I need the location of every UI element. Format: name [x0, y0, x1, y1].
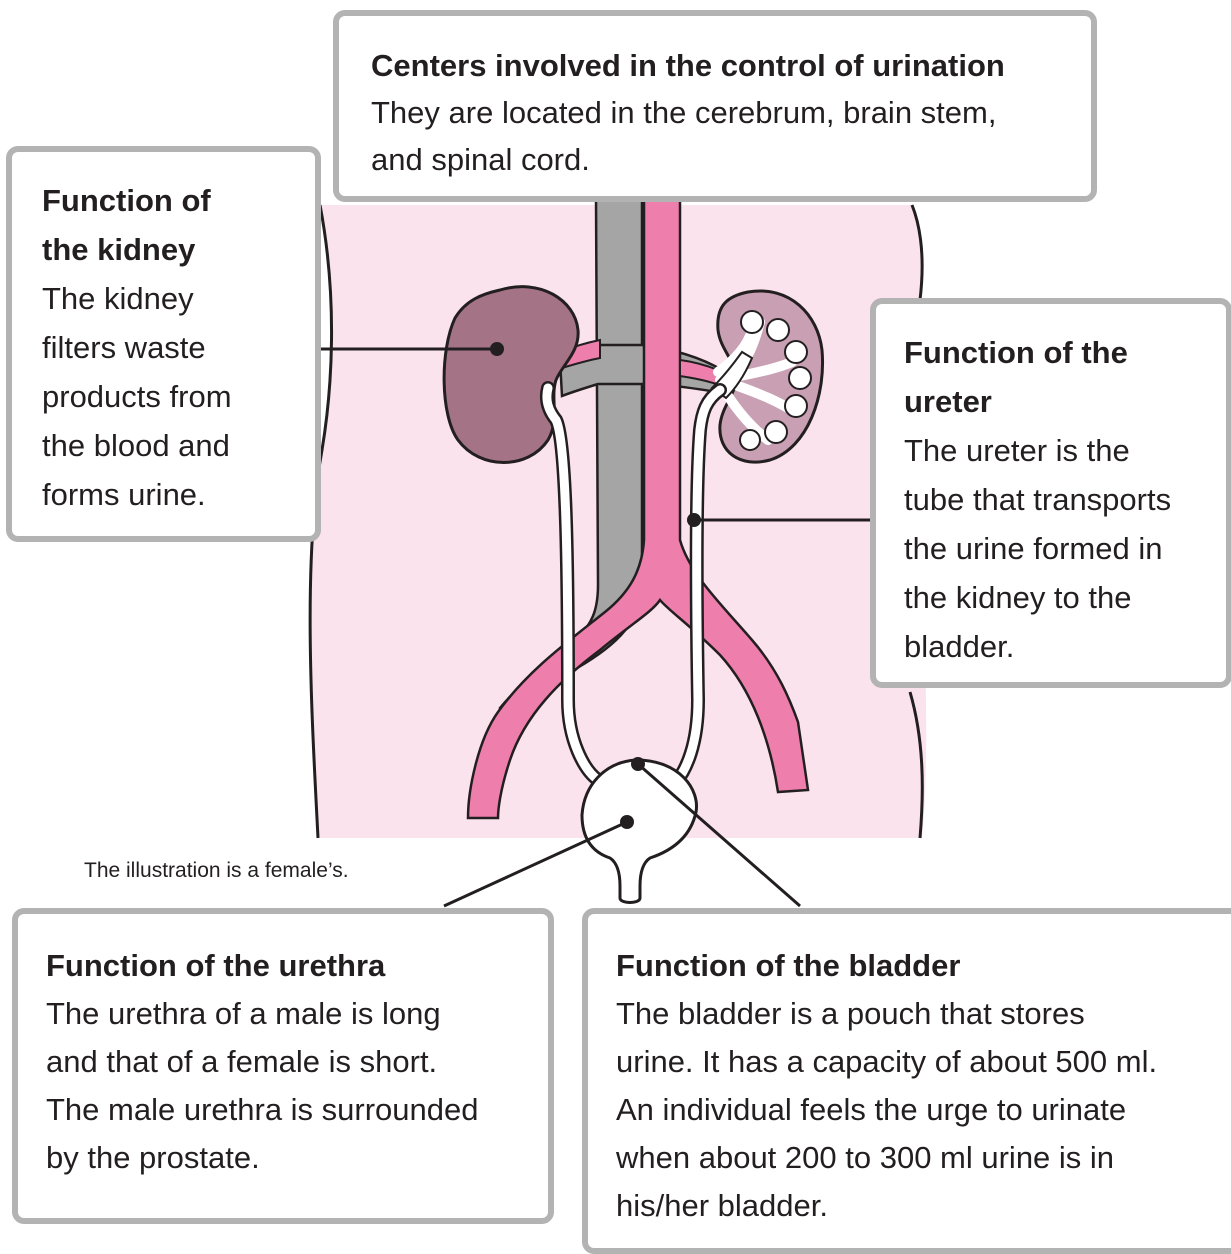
kidney-text-line-1: The kidney [42, 274, 315, 323]
urethra-text-line-4: by the prostate. [46, 1134, 548, 1182]
kidney-callout-box: Function of the kidney The kidney filter… [6, 146, 321, 542]
ureter-title-line-2: ureter [904, 377, 1226, 426]
bladder [582, 760, 697, 903]
bladder-text-line-5: his/her bladder. [616, 1182, 1231, 1230]
urethra-callout-box: Function of the urethra The urethra of a… [12, 908, 554, 1224]
centers-title: Centers involved in the control of urina… [371, 42, 1091, 89]
centers-callout-box: Centers involved in the control of urina… [333, 10, 1097, 202]
bladder-text-line-3: An individual feels the urge to urinate [616, 1086, 1231, 1134]
ureter-text-line-4: the kidney to the [904, 573, 1226, 622]
kidney-text-line-3: products from [42, 372, 315, 421]
ureter-title-line-1: Function of the [904, 328, 1226, 377]
kidney-leader-dot [490, 342, 504, 356]
kidney-text-line-2: filters waste [42, 323, 315, 372]
ureter-leader-dot [687, 513, 701, 527]
centers-text-line-1: They are located in the cerebrum, brain … [371, 89, 1091, 136]
bladder-leader-dot [631, 757, 645, 771]
urethra-leader-dot [620, 815, 634, 829]
urethra-text-line-3: The male urethra is surrounded [46, 1086, 548, 1134]
bladder-text-line-2: urine. It has a capacity of about 500 ml… [616, 1038, 1231, 1086]
urethra-text-line-2: and that of a female is short. [46, 1038, 548, 1086]
urethra-text-line-1: The urethra of a male is long [46, 990, 548, 1038]
bladder-title: Function of the bladder [616, 942, 1231, 990]
kidney-text-line-5: forms urine. [42, 470, 315, 519]
kidney-text-line-4: the blood and [42, 421, 315, 470]
ureter-text-line-1: The ureter is the [904, 426, 1226, 475]
bladder-text-line-1: The bladder is a pouch that stores [616, 990, 1231, 1038]
ureter-callout-box: Function of the ureter The ureter is the… [870, 298, 1231, 688]
centers-text-line-2: and spinal cord. [371, 136, 1091, 183]
illustration-note: The illustration is a female’s. [84, 856, 349, 886]
bladder-text-line-4: when about 200 to 300 ml urine is in [616, 1134, 1231, 1182]
bladder-callout-box: Function of the bladder The bladder is a… [582, 908, 1231, 1254]
kidney-title-line-2: the kidney [42, 225, 315, 274]
kidney-title-line-1: Function of [42, 176, 315, 225]
ureter-text-line-2: tube that transports [904, 475, 1226, 524]
ureter-text-line-5: bladder. [904, 622, 1226, 671]
urethra-title: Function of the urethra [46, 942, 548, 990]
ureter-text-line-3: the urine formed in [904, 524, 1226, 573]
